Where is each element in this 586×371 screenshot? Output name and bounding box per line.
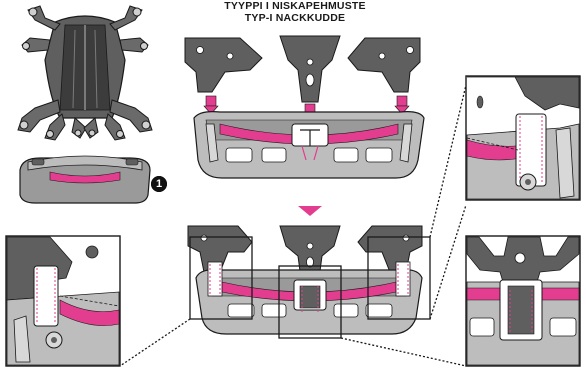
assembled-illustration [188,226,422,334]
title-finnish: TYYPPI I NISKAPEHMUSTE [180,0,410,12]
harness-frame-illustration [18,6,152,140]
detail-top-right-illustration [466,76,580,200]
down-arrow-icon [298,206,322,216]
exploded-assembly-illustration [185,36,424,178]
detail-bottom-right-illustration [466,236,580,366]
detail-left-illustration [6,236,120,366]
title-swedish: TYP-I NACKKUDDE [180,12,410,24]
neck-cushion-illustration [20,156,150,203]
step-number-badge: 1 [151,176,167,192]
